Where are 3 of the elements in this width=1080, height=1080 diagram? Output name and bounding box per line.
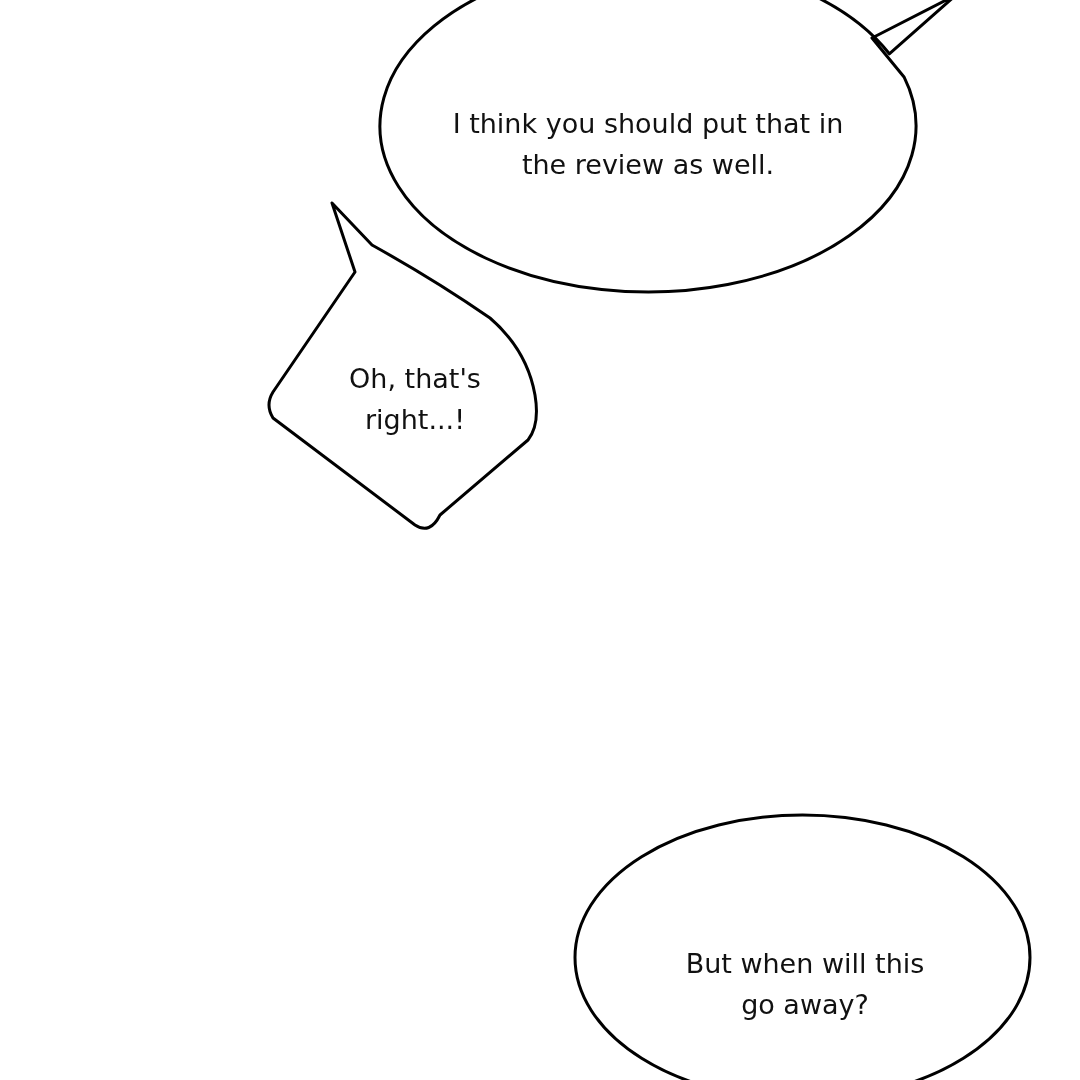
dialogue-text: Oh, that's right...! bbox=[348, 362, 482, 437]
dialogue-text: I think you should put that in the review as well. bbox=[451, 107, 845, 182]
dialogue-text: But when will this go away? bbox=[685, 947, 925, 1022]
